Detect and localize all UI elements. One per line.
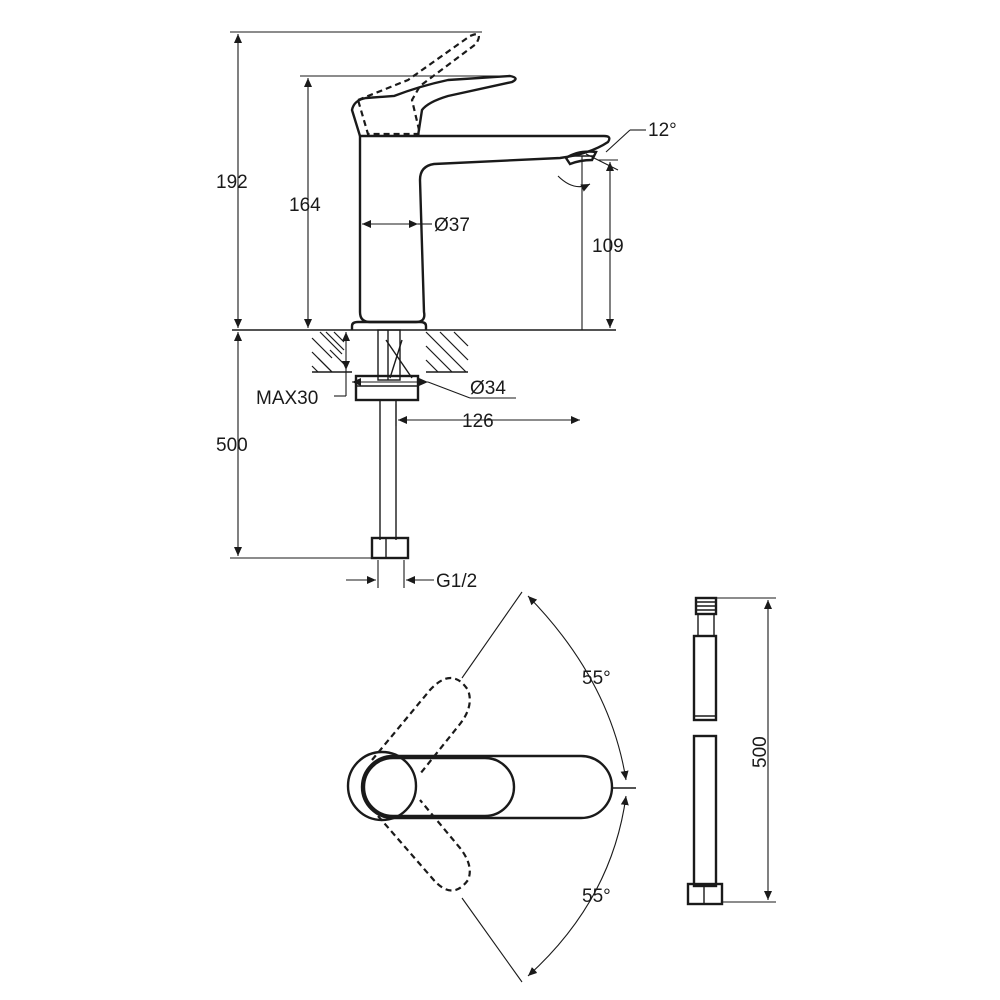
dim-500-detail-label: 500 (750, 736, 771, 768)
hose-end-nut (686, 882, 724, 906)
hose-connector (370, 536, 410, 560)
handle-lever-inner (362, 756, 516, 818)
hose-upper-segment (692, 634, 718, 722)
dim-max30-label: MAX30 (256, 388, 318, 409)
handle-rotated-up-dashed (371, 676, 471, 775)
top-view: 55° 55° (346, 591, 636, 983)
angle-arc-up (527, 595, 629, 781)
angle-up-label: 55° (582, 668, 611, 689)
dim-g12-label: G1/2 (436, 571, 477, 592)
dim-126-label: 126 (462, 411, 494, 432)
mount-nut (354, 374, 420, 402)
angle-down-label: 55° (582, 886, 611, 907)
handle-raised-dashed (356, 33, 480, 136)
handle-solid (350, 74, 517, 137)
deck-hatch-left (311, 331, 345, 373)
aerator (564, 150, 598, 166)
fixing-rod (385, 339, 413, 379)
base-flange (350, 320, 428, 330)
dim-109-label: 109 (592, 236, 624, 257)
deck-hatch-right (425, 331, 469, 373)
body-circle (346, 750, 418, 822)
handle-lever-top (360, 754, 614, 820)
hose-detail: 500 (686, 596, 776, 906)
dim-d34-label: Ø34 (470, 378, 506, 399)
dim-500-side-label: 500 (216, 435, 248, 456)
hose-lower-segment (692, 734, 718, 888)
dim-164-label: 164 (289, 195, 321, 216)
dim-12deg-arc (557, 175, 591, 192)
handle-rotated-down-dashed (377, 799, 471, 892)
dim-192-label: 192 (216, 172, 248, 193)
dim-d37-label: Ø37 (434, 215, 470, 236)
side-view: 192 164 Ø37 12° 109 MAX30 Ø34 126 (216, 31, 677, 592)
angle-arc-down (527, 795, 629, 977)
dim-12deg-label: 12° (648, 120, 677, 141)
